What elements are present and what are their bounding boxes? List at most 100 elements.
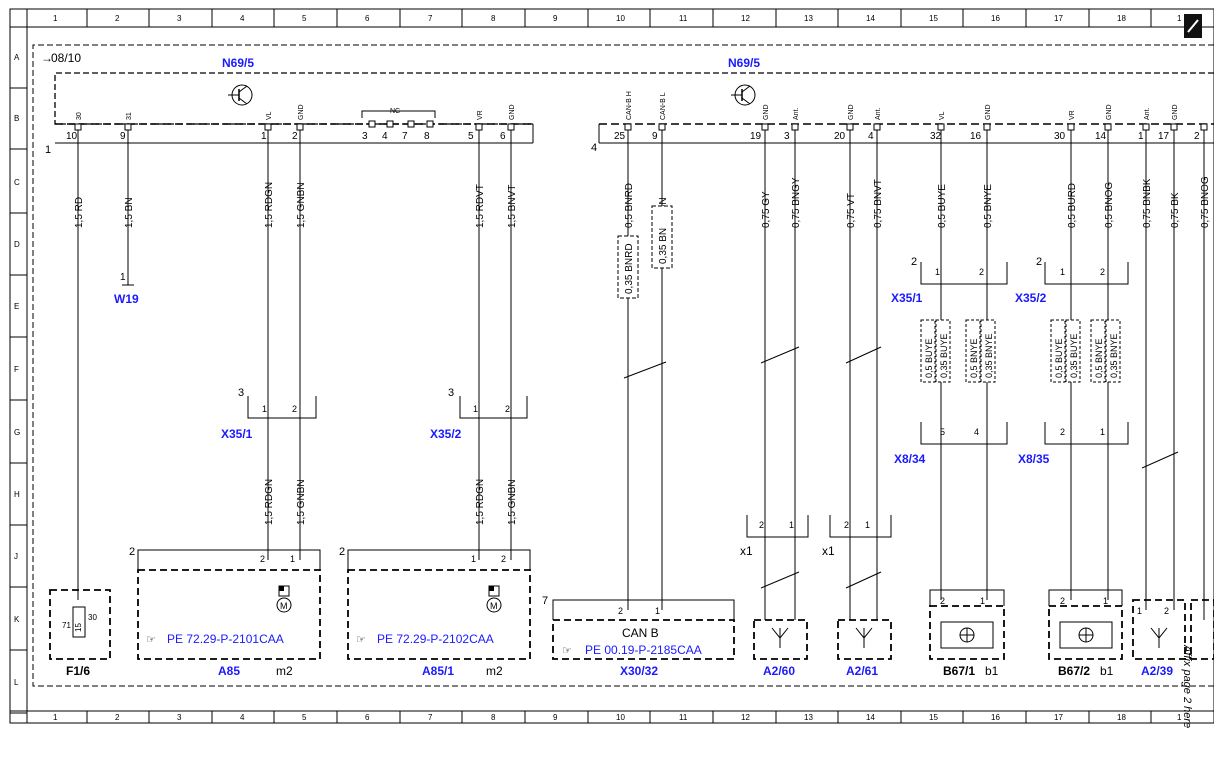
w19-pin: 1 [120, 272, 126, 283]
row-letter: E [14, 302, 19, 311]
row-letter: F [14, 365, 19, 374]
connector-pin: 2 [1060, 427, 1065, 437]
component-b67-1: B67/1 [943, 664, 975, 678]
transistor-icon [731, 84, 756, 106]
connector-pin: 2 [1060, 596, 1065, 606]
connector-w19: W19 [114, 292, 139, 306]
column-number: 15 [929, 713, 938, 722]
pin-terminal [1170, 123, 1178, 131]
pin-terminal [983, 123, 991, 131]
connector-number: 7 [542, 595, 548, 607]
reference-link-1[interactable]: PE 72.29-P-2101CAA [167, 632, 284, 646]
pin-name: Ant. [875, 107, 882, 120]
sheet-frame [9, 8, 1214, 724]
wire-label-box [1105, 319, 1121, 383]
transistor-icon [228, 84, 253, 106]
reference-icon: ☞ [562, 645, 572, 657]
pin-terminal [658, 123, 666, 131]
component-f1-6: F1/6 [66, 664, 90, 678]
nc-label: NC [390, 108, 400, 115]
reference-link-2[interactable]: PE 72.29-P-2102CAA [377, 632, 494, 646]
pin-number: 9 [120, 131, 126, 142]
sheet-ref-arrow: → [41, 51, 53, 65]
antenna-icon [1150, 627, 1168, 648]
column-number: 13 [804, 713, 813, 722]
wire-label: 0,35 BUYE [1069, 333, 1079, 378]
wire-label-box [1090, 319, 1106, 383]
connector-x8-34: X8/34 [894, 452, 926, 466]
text-layer: W19 1 X35/1 X35/2 X35/1 X35/2 X8/34 X8/3… [66, 272, 1193, 728]
connector-x1-a: x1 [740, 544, 753, 558]
reference-link-3[interactable]: PE 00.19-P-2185CAA [585, 643, 702, 657]
column-number: 10 [616, 14, 625, 23]
column-number: 12 [741, 713, 750, 722]
wire-label: 1,5 RDGN [264, 479, 275, 525]
connector-pin: 2 [1164, 606, 1169, 616]
column-number: 8 [491, 14, 496, 23]
column-number: 14 [866, 14, 875, 23]
connector-pin: 1 [262, 404, 267, 414]
wire-label: 0,35 BNYE [984, 333, 994, 378]
pin-name: GND [1172, 104, 1179, 120]
connector-pin: 4 [974, 427, 979, 437]
wire-label: 0,5 BUYE [924, 338, 934, 378]
row-letter: B [14, 114, 19, 123]
wire-label: 1,5 GNBN [296, 479, 307, 525]
motor-icon: M [486, 585, 502, 613]
wire-label-box [617, 235, 639, 299]
connector-x35-2-right: X35/2 [1015, 291, 1047, 305]
pin-terminal [1200, 123, 1208, 131]
wire-label: 0,35 BNRD [624, 243, 635, 294]
connector-pin: 1 [1137, 606, 1142, 616]
pin-number: 14 [1095, 131, 1107, 142]
wire-label: 0,35 BNYE [1109, 333, 1119, 378]
pin-number: 10 [66, 131, 78, 142]
connector-x8-35: X8/35 [1018, 452, 1050, 466]
wire-label: 0,5 BNRD [624, 183, 635, 228]
twist-mark [760, 571, 800, 589]
wire-label: 0,5 BURD [1067, 183, 1078, 228]
pin-number: 6 [500, 131, 506, 142]
row-letter: J [14, 552, 18, 561]
pin-name: GND [848, 104, 855, 120]
column-number: 3 [177, 14, 182, 23]
pin-name: Ant. [793, 107, 800, 120]
wire-label: 1,5 RDVT [475, 184, 486, 228]
column-number: 9 [553, 713, 558, 722]
pin-name: GND [509, 104, 516, 120]
pin-terminal [124, 123, 132, 131]
connector-pin: 1 [1103, 596, 1108, 606]
connector-pin: 2 [292, 404, 297, 414]
column-ticks [26, 9, 1214, 723]
column-number: 17 [1054, 14, 1063, 23]
connector-pin: 1 [980, 596, 985, 606]
column-number: 6 [365, 14, 370, 23]
pin-terminal [368, 120, 376, 128]
pin-number: 16 [970, 131, 982, 142]
wire-label: 0,75 BNGY [791, 177, 802, 228]
pin-name: GND [763, 104, 770, 120]
pin-number: 3 [362, 131, 368, 142]
pin-number: 30 [1054, 131, 1066, 142]
pin-terminal [74, 123, 82, 131]
column-number: 14 [866, 713, 875, 722]
component-x30-32: X30/32 [620, 664, 658, 678]
connector-pin: 2 [940, 596, 945, 606]
antenna-icon [855, 627, 873, 648]
pin-name: Ant. [1144, 107, 1151, 120]
edit-icon[interactable] [1184, 14, 1202, 38]
column-number: 5 [302, 713, 307, 722]
column-number: 18 [1117, 713, 1126, 722]
pin-name: GND [298, 104, 305, 120]
wire-label: 0,5 BUYE [1054, 338, 1064, 378]
connector-number: 2 [1036, 256, 1042, 268]
pin-terminal [407, 120, 415, 128]
column-number: 1 [53, 14, 58, 23]
wire-label: 0,75 BNVT [873, 179, 884, 228]
wire-label: 0,5 BNYE [1094, 338, 1104, 378]
connector-pin: 1 [471, 554, 476, 564]
connector-pin: 2 [501, 554, 506, 564]
connector-pin: 1 [935, 267, 940, 277]
pin-number: 8 [424, 131, 430, 142]
